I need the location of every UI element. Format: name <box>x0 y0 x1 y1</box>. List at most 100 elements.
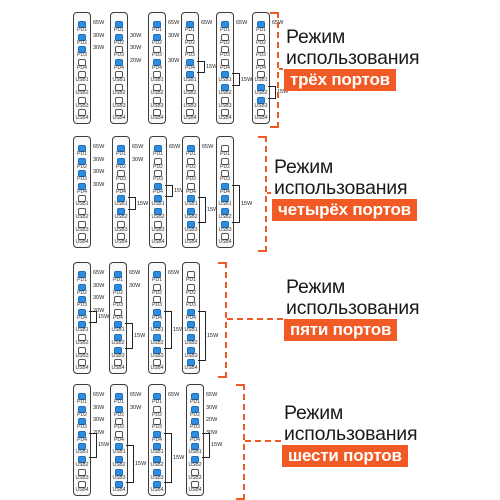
mode-label-line1: Режим <box>274 156 334 178</box>
port-label: USB1 <box>254 77 268 84</box>
port-slot-usb4 <box>187 233 195 241</box>
port-slot-pd4 <box>153 58 161 66</box>
shared-power-label: 15W <box>135 461 147 468</box>
port-slot-usb4 <box>117 233 125 241</box>
port-label: PD1 <box>113 277 123 283</box>
port-label: PD4 <box>77 314 87 321</box>
port-slot-usb4 <box>78 233 86 241</box>
power-label: 30W <box>130 32 142 39</box>
shared-bus-bracket <box>232 73 240 86</box>
power-label: 30W <box>93 45 105 52</box>
port-label: USB2 <box>114 214 128 220</box>
port-label: PD2 <box>77 163 87 170</box>
shared-bus-bracket <box>198 310 206 362</box>
port-label: PD2 <box>77 411 87 418</box>
port-slot-usb1 <box>114 321 122 329</box>
port-label: PD4 <box>114 64 124 71</box>
port-slot-usb3 <box>114 346 122 354</box>
port-slot-pd1 <box>78 21 86 28</box>
port-label: PD4 <box>77 188 87 195</box>
port-slot-usb1 <box>186 71 194 79</box>
port-slot-pd2 <box>78 283 86 291</box>
port-label: USB3 <box>75 352 89 359</box>
port-slot-pd1 <box>78 271 86 278</box>
port-slot-pd2 <box>78 157 86 165</box>
power-label: 30W <box>130 404 142 411</box>
port-label: PD2 <box>220 163 230 170</box>
port-label: PD1 <box>77 151 87 157</box>
port-slot-usb2 <box>114 334 122 341</box>
port-label: PD2 <box>220 39 230 46</box>
port-slot-usb3 <box>154 220 162 228</box>
port-slot-usb4 <box>191 481 199 489</box>
mode-bracket <box>270 12 279 128</box>
power-label: 30W <box>93 417 105 424</box>
port-label: PD4 <box>152 64 162 71</box>
shared-power-label: 15W <box>173 455 185 461</box>
port-label: PD3 <box>77 52 87 59</box>
port-label: USB4 <box>75 239 89 246</box>
port-label: USB1 <box>218 201 232 208</box>
power-label: 65W <box>132 144 144 150</box>
power-label: 30W <box>93 32 105 39</box>
shared-bus-bracket <box>197 60 205 74</box>
port-slot-usb3 <box>221 96 229 104</box>
mode-label-highlight: четырёх портов <box>272 199 417 221</box>
port-label: PD2 <box>190 411 200 418</box>
shared-bus-bracket <box>125 323 133 349</box>
shared-bus-bracket <box>164 310 172 349</box>
power-label: 30W <box>130 45 142 52</box>
port-slot-pd4 <box>153 308 161 316</box>
port-label: PD3 <box>220 52 230 59</box>
port-slot-pd1 <box>115 393 123 400</box>
port-slot-pd3 <box>153 46 161 54</box>
shared-power-label: 15W <box>98 314 110 321</box>
port-label: PD1 <box>153 151 163 157</box>
port-label: PD2 <box>152 289 162 296</box>
port-label: USB2 <box>112 462 126 468</box>
port-slot-usb2 <box>186 84 194 91</box>
port-label: USB2 <box>188 462 202 468</box>
port-label: PD3 <box>114 424 124 431</box>
port-slot-usb2 <box>153 334 161 341</box>
port-slot-usb1 <box>153 71 161 79</box>
port-slot-pd4 <box>221 182 229 190</box>
port-slot-pd1 <box>257 21 265 28</box>
power-label: 65W <box>168 392 180 398</box>
port-label: USB1 <box>218 77 232 84</box>
port-slot-pd2 <box>78 405 86 413</box>
port-label: USB3 <box>254 102 268 109</box>
port-slot-pd1 <box>153 271 161 278</box>
port-label: PD2 <box>256 39 266 46</box>
port-slot-pd1 <box>153 21 161 28</box>
port-slot-pd4 <box>78 58 86 66</box>
port-slot-usb4 <box>221 109 229 117</box>
port-label: PD1 <box>114 399 124 405</box>
mode-connector <box>267 192 271 194</box>
port-label: USB2 <box>112 90 126 96</box>
port-label: PD2 <box>186 163 196 170</box>
port-label: PD3 <box>77 424 87 431</box>
port-slot-pd1 <box>153 393 161 400</box>
mode-bracket <box>258 136 267 252</box>
port-label: PD1 <box>152 27 162 33</box>
port-label: USB2 <box>75 462 89 468</box>
port-slot-pd2 <box>187 283 195 291</box>
port-label: PD3 <box>186 176 196 183</box>
port-slot-usb3 <box>153 346 161 354</box>
shared-power-label: 15W <box>241 76 253 83</box>
port-label: PD3 <box>113 302 123 309</box>
shared-bus-bracket <box>198 197 206 223</box>
port-label: USB1 <box>75 327 89 334</box>
port-slot-pd2 <box>117 157 125 165</box>
port-slot-pd4 <box>78 182 86 190</box>
port-label: PD2 <box>185 39 195 46</box>
shared-bus-bracket <box>202 432 210 458</box>
port-slot-pd2 <box>257 33 265 41</box>
